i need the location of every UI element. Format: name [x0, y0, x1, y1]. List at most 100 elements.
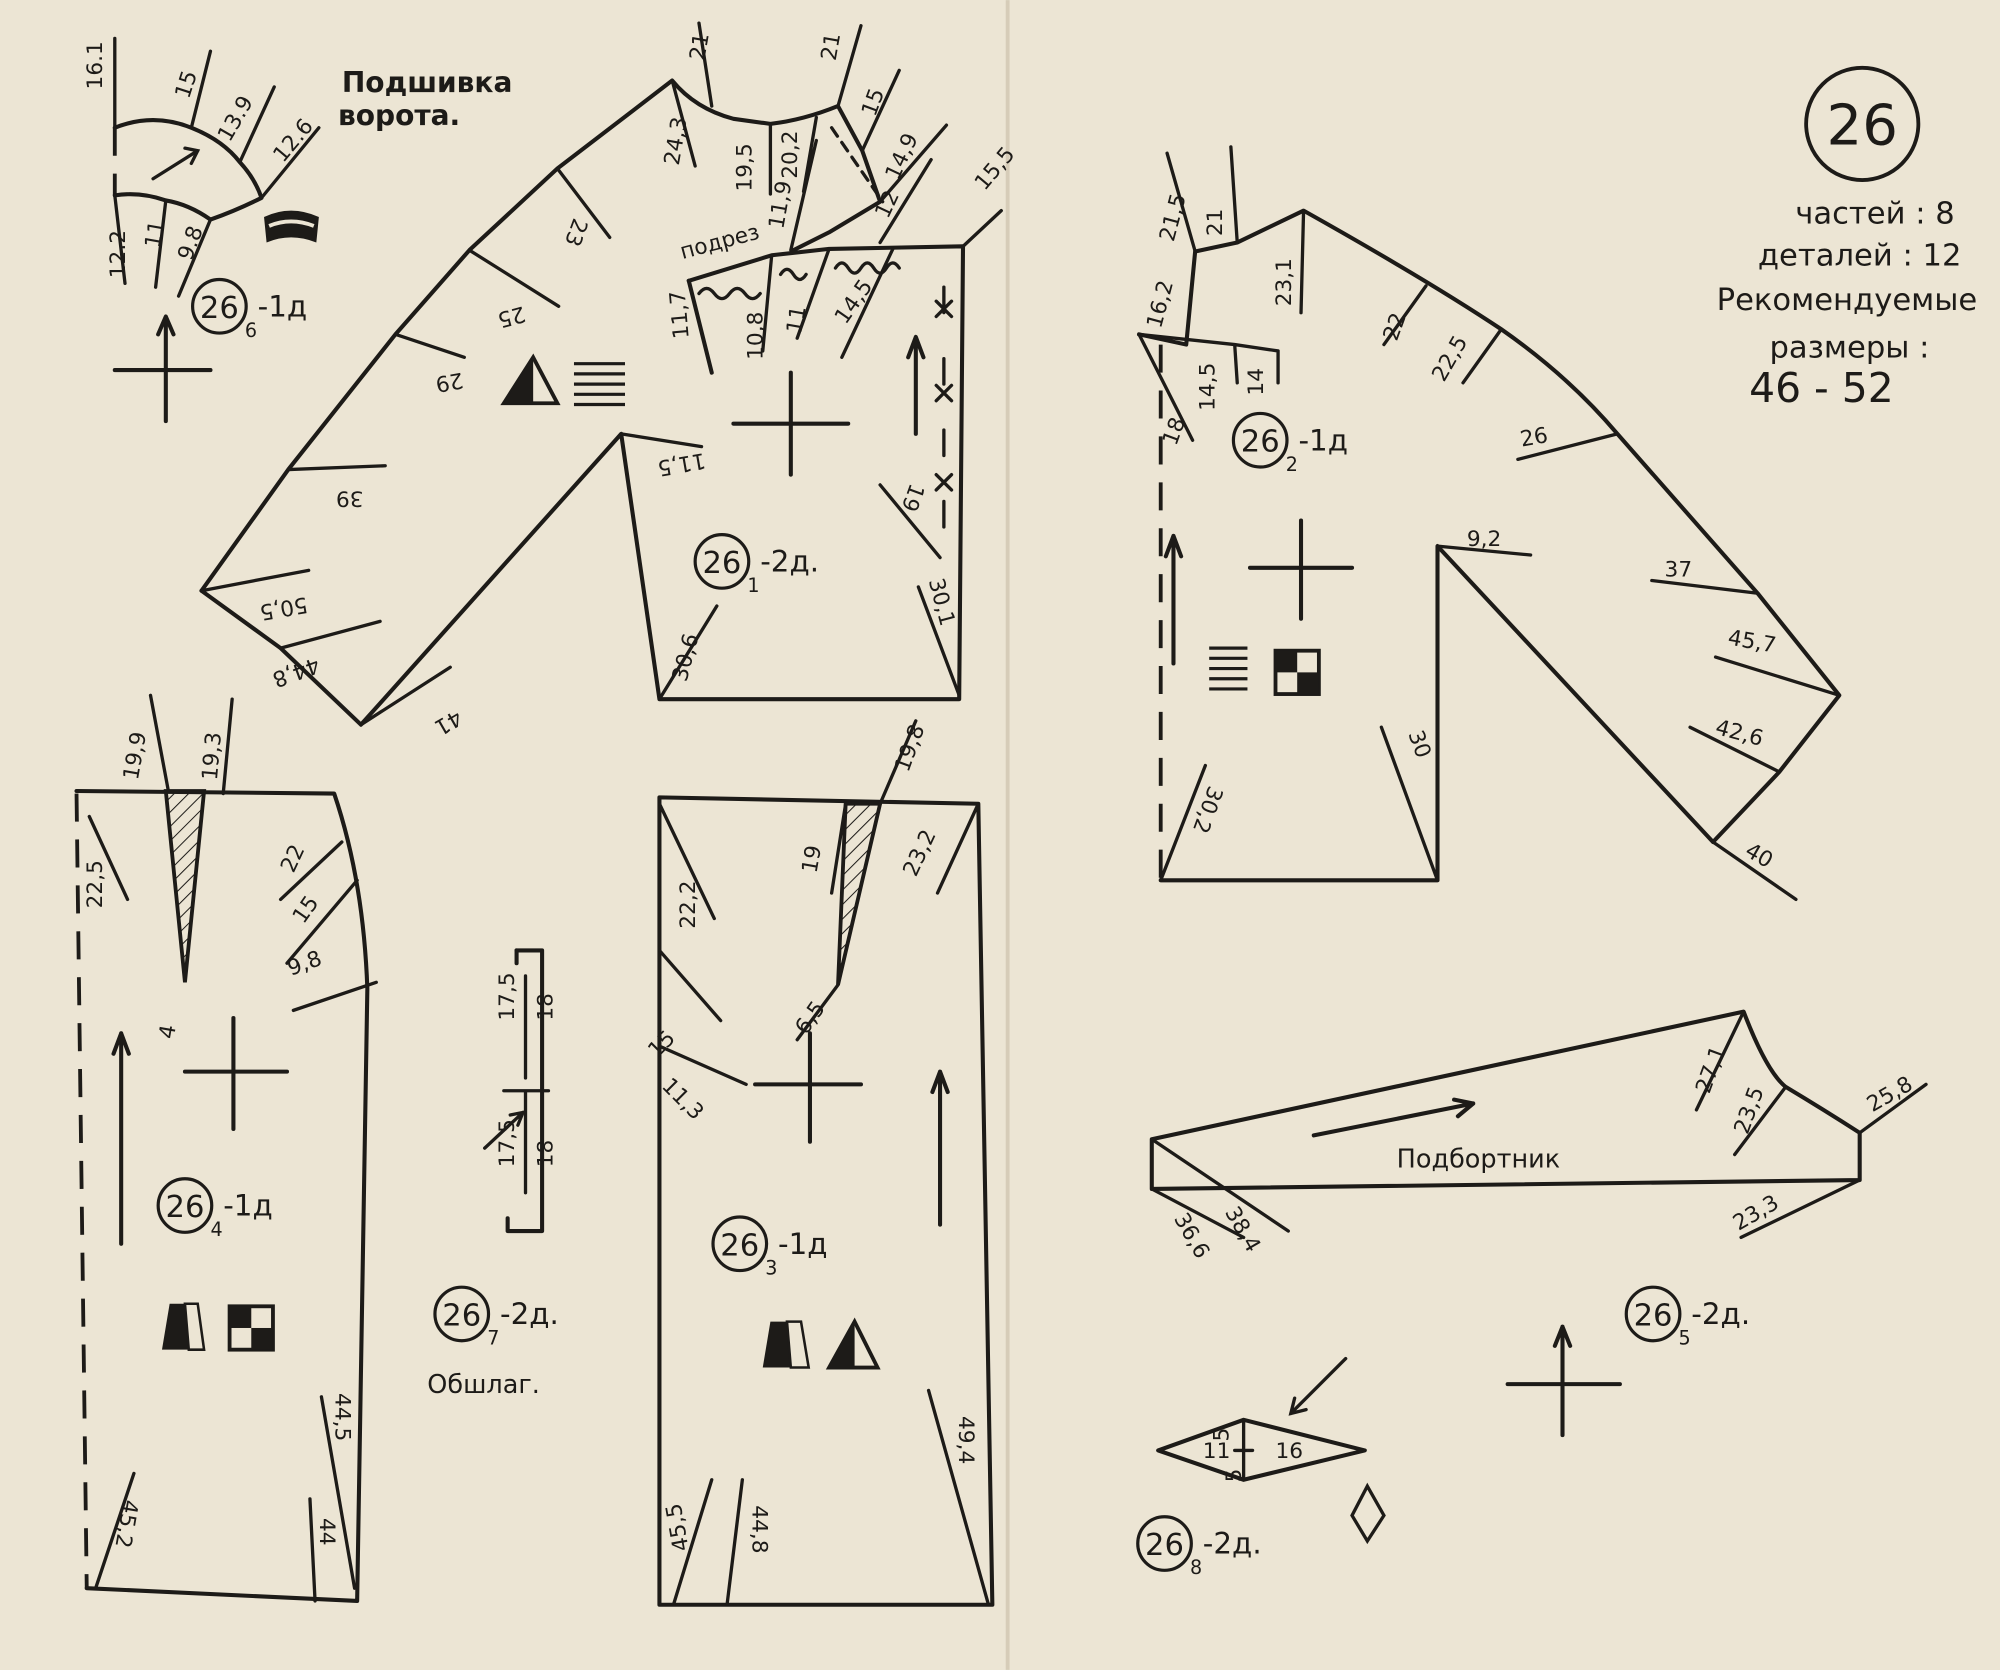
measurement-label: 16.1 — [83, 41, 108, 89]
piece3-marker: 26 3-1д — [711, 1215, 828, 1279]
measurement-label: 21 — [1203, 209, 1228, 237]
measurement-label: 39 — [336, 485, 364, 510]
marker-id: 26 — [1145, 1528, 1184, 1563]
trapezoid-icon — [161, 1302, 206, 1351]
grain-arrow-icon — [906, 334, 926, 436]
marker-id: 26 — [442, 1298, 481, 1333]
grain-arrow-icon — [1311, 1097, 1476, 1138]
grain-arrow-icon — [111, 1031, 131, 1246]
piece6-marker: 26 6-1д — [191, 277, 308, 342]
piece-2-back — [1136, 145, 1842, 902]
notch-diamond-icon — [1350, 1482, 1386, 1545]
measurement-label: 44,5 — [329, 1393, 354, 1441]
marker-count: -2д. — [1203, 1527, 1262, 1561]
details-count: деталей : 12 — [1758, 238, 1962, 273]
grain-cross-icon — [731, 370, 851, 477]
measurement-label: 19 — [798, 843, 827, 875]
marker-count: -1д — [258, 290, 308, 324]
piece2-marker: 262-1д — [1231, 411, 1348, 476]
piece-8-gusset — [1156, 1356, 1386, 1545]
piece-3-sleeve-lower — [657, 719, 995, 1607]
measurement-label: 11 — [782, 304, 811, 336]
grain-cross-icon — [182, 1015, 290, 1132]
measurement-label: 29 — [434, 367, 466, 396]
piece-4-sleeve-upper — [74, 693, 378, 1603]
marker-id: 26 — [165, 1190, 204, 1225]
marker-count: -2д. — [760, 545, 819, 579]
grain-arrow-icon — [483, 1110, 526, 1150]
piece1-marker: 261-2д. — [693, 533, 819, 597]
measurement-label: 26 — [1518, 423, 1550, 452]
measurement-label: 4 — [155, 1023, 182, 1041]
sizes-label: размеры : — [1769, 330, 1929, 365]
measurement-label: 11 — [1203, 1439, 1231, 1464]
marker-count: -1д — [778, 1227, 828, 1261]
marker-circle — [433, 1285, 491, 1343]
measurement-label: 18 — [533, 1140, 558, 1168]
piece4-marker: 264-1д — [156, 1177, 273, 1241]
trapezoid-icon — [762, 1320, 811, 1369]
measurement-label: 14 — [1244, 368, 1269, 396]
piece-5-facing — [1149, 1009, 1928, 1438]
measurement-label: 14,5 — [1195, 363, 1220, 411]
cross-marks — [934, 299, 954, 492]
measurement-label: 22,5 — [83, 860, 108, 908]
measurement-label: 5 — [1222, 1469, 1247, 1483]
piece5-marker: 265-2д. — [1624, 1285, 1750, 1350]
stripes-icon — [573, 362, 625, 407]
pattern-number: 26 — [1827, 93, 1898, 158]
measurement-label: 12.2 — [106, 230, 131, 278]
measurement-label: 20,2 — [778, 130, 803, 178]
measurement-label: 44,8 — [747, 1505, 772, 1553]
marker-sub: 6 — [245, 319, 257, 342]
pattern-number-circle — [1804, 65, 1921, 182]
measurement-label: 17,5 — [495, 1119, 520, 1167]
marker-circle — [191, 277, 248, 335]
collar-stripes-icon — [264, 210, 319, 243]
grain-arrow-icon — [1288, 1356, 1348, 1416]
marker-sub: 5 — [1679, 1327, 1691, 1350]
piece7-marker: 267-2д. — [433, 1285, 559, 1350]
gather-marks — [697, 261, 901, 301]
piece-1-front — [199, 21, 1003, 727]
measurement-label: 11,7 — [666, 290, 695, 340]
marker-sub: 3 — [765, 1256, 777, 1279]
marker-sub: 2 — [1286, 453, 1298, 476]
measurement-label: 23,1 — [1272, 258, 1297, 306]
marker-id: 26 — [200, 291, 239, 326]
measurement-label: 18 — [533, 993, 558, 1021]
pattern-info: 26 частей : 8 деталей : 12 Рекомендуемые… — [1717, 65, 1978, 412]
grain-arrow-icon — [930, 1069, 950, 1227]
measurement-label: 37 — [1665, 558, 1693, 583]
sizes-range: 46 - 52 — [1749, 364, 1893, 412]
recommended-label: Рекомендуемые — [1717, 283, 1978, 318]
marker-count: -2д. — [1691, 1297, 1750, 1331]
grain-cross-icon — [1247, 518, 1355, 621]
cutting-triangle-icon — [500, 353, 561, 406]
collar-facing-title: Подшивка — [342, 66, 513, 99]
grain-arrow-icon — [151, 146, 201, 181]
piece-markers: 266-1д261-2д.262-1д264-1д263-1д267-2д.26… — [156, 277, 1750, 1579]
marker-count: -1д — [1298, 423, 1348, 457]
marker-circle — [1231, 411, 1289, 469]
stripes-icon — [1209, 646, 1248, 691]
marker-id: 26 — [702, 546, 741, 581]
checker-icon — [227, 1304, 275, 1352]
marker-id: 26 — [720, 1228, 759, 1263]
marker-sub: 4 — [210, 1218, 222, 1241]
marker-sub: 8 — [1190, 1556, 1202, 1579]
cutting-triangle-icon — [825, 1317, 881, 1370]
measurement-label: 19,3 — [198, 731, 227, 781]
checker-icon — [1273, 648, 1321, 696]
grain-cross-icon — [753, 1031, 864, 1144]
measurement-label: 44 — [314, 1518, 339, 1546]
facing-title: Подбортник — [1397, 1144, 1560, 1174]
grain-cross-icon — [112, 314, 213, 424]
measurement-label: 10,8 — [744, 312, 769, 360]
cuff-title: Обшлаг. — [427, 1370, 540, 1400]
measurement-label: 9,2 — [1467, 527, 1501, 552]
measurement-label: 22,2 — [676, 880, 701, 928]
measurement-label: 19,5 — [732, 143, 757, 191]
